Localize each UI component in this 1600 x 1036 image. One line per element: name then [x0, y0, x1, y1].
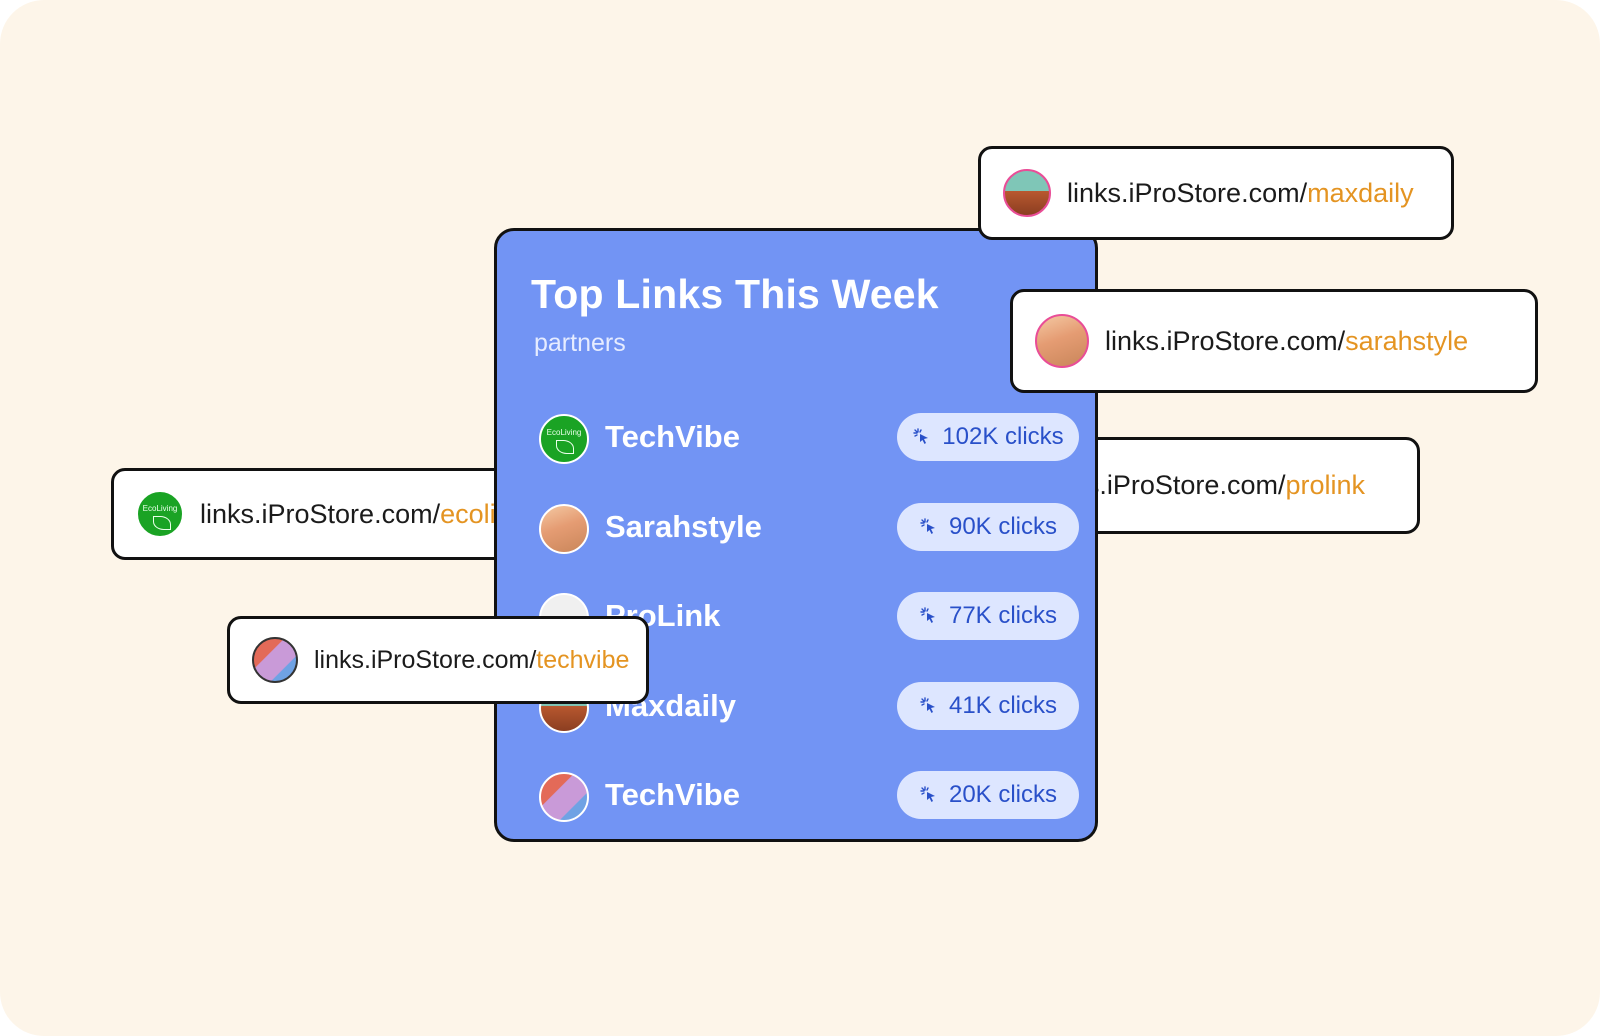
row-name: TechVibe: [605, 777, 740, 812]
link-slug: prolink: [1285, 470, 1365, 500]
row-name: Sarahstyle: [605, 509, 762, 544]
avatar-sarah: [539, 504, 589, 554]
link-card-techvibe[interactable]: links.iProStore.com/techvibe: [227, 616, 649, 704]
avatar-ecoliving: EcoLiving: [136, 490, 184, 538]
link-url: links.iProStore.com/maxdaily: [1067, 178, 1414, 209]
clicks-count: 90K clicks: [948, 513, 1058, 540]
cursor-click-icon: [920, 607, 935, 623]
link-url: links.iProStore.com/techvibe: [314, 646, 629, 675]
link-url: links.iProStore.com/sarahstyle: [1105, 326, 1468, 357]
ecoliving-logo-text: EcoLiving: [546, 428, 582, 437]
avatar-max: [1003, 169, 1051, 217]
link-slug: maxdaily: [1307, 177, 1414, 208]
leaf-icon: [556, 440, 574, 454]
link-slug: sarahstyle: [1345, 325, 1469, 356]
card-subtitle: partners: [534, 329, 626, 357]
link-row[interactable]: EcoLiving TechVibe 102K clicks: [539, 413, 1079, 465]
clicks-count: 20K clicks: [948, 781, 1058, 808]
link-prefix: links.iProStore.com/: [200, 498, 441, 529]
clicks-badge: 102K clicks: [897, 413, 1079, 461]
link-row[interactable]: Sarahstyle 90K clicks: [539, 503, 1079, 555]
link-prefix: links.iProStore.com/: [1105, 325, 1346, 356]
clicks-badge: 90K clicks: [897, 503, 1079, 551]
clicks-count: 102K clicks: [942, 423, 1064, 450]
avatar-techvibe: [252, 637, 298, 683]
link-card-maxdaily[interactable]: links.iProStore.com/maxdaily: [978, 146, 1454, 240]
cursor-click-icon: [913, 428, 929, 444]
cursor-click-icon: [920, 518, 935, 534]
row-name: TechVibe: [605, 419, 740, 454]
link-card-sarahstyle[interactable]: links.iProStore.com/sarahstyle: [1010, 289, 1538, 393]
link-card-ecoliving[interactable]: EcoLiving links.iProStore.com/ecoliv: [111, 468, 531, 560]
leaf-icon: [153, 516, 171, 530]
link-prefix: links.iProStore.com/: [314, 645, 537, 674]
clicks-count: 77K clicks: [948, 602, 1058, 629]
link-row[interactable]: TechVibe 20K clicks: [539, 771, 1079, 823]
link-prefix: links.iProStore.com/: [1067, 177, 1308, 208]
clicks-badge: 20K clicks: [897, 771, 1079, 819]
cursor-click-icon: [920, 786, 935, 802]
clicks-badge: 41K clicks: [897, 682, 1079, 730]
cursor-click-icon: [920, 697, 935, 713]
avatar-ecoliving: EcoLiving: [539, 414, 589, 464]
avatar-techvibe: [539, 772, 589, 822]
ecoliving-logo-text: EcoLiving: [142, 504, 178, 513]
top-links-card: Top Links This Week partners EcoLiving T…: [494, 228, 1098, 842]
card-title: Top Links This Week: [531, 271, 939, 317]
link-url: links.iProStore.com/ecoliv: [200, 499, 509, 530]
link-slug: techvibe: [536, 645, 630, 674]
clicks-badge: 77K clicks: [897, 592, 1079, 640]
avatar-sarah: [1035, 314, 1089, 368]
link-row[interactable]: Maxdaily 41K clicks: [539, 682, 1079, 734]
clicks-count: 41K clicks: [948, 692, 1058, 719]
